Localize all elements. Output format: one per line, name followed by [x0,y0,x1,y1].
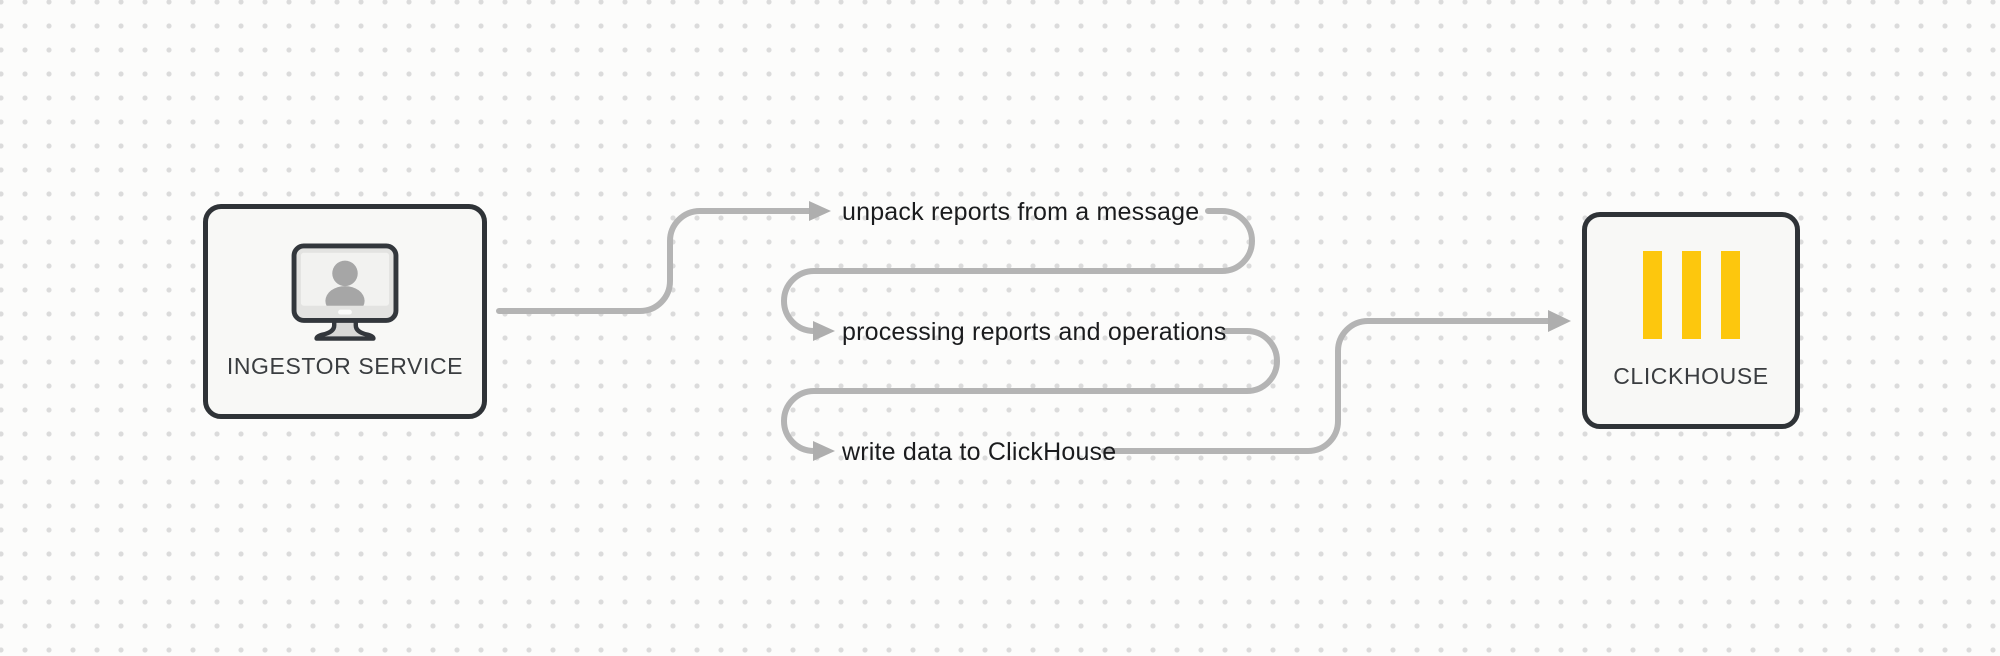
flow-step-label-1: unpack reports from a message [842,198,1199,226]
node-ingestor-service: INGESTOR SERVICE [203,204,487,419]
flow-step-label-3: write data to ClickHouse [841,438,1116,466]
node-label: INGESTOR SERVICE [226,353,464,379]
clickhouse-bar [1681,251,1701,339]
connector-step2-to-step3 [781,328,1280,454]
connector-step1-to-step2 [781,208,1255,334]
monitor-user-icon [291,243,399,341]
flow-step-label-2: processing reports and operations [842,318,1227,346]
clickhouse-bar [1720,251,1740,339]
arrowhead-icon [1548,310,1571,332]
node-clickhouse: CLICKHOUSE [1582,212,1800,429]
arrowhead-icon [809,201,831,221]
clickhouse-logo-icon [1642,251,1740,339]
connector-ingestor-to-step1 [496,208,814,314]
node-label: CLICKHOUSE [1613,363,1769,389]
connector-step3-to-clickhouse [1101,318,1553,454]
clickhouse-bar [1642,251,1662,339]
arrowhead-icon [813,321,835,341]
arrowhead-icon [813,441,835,461]
